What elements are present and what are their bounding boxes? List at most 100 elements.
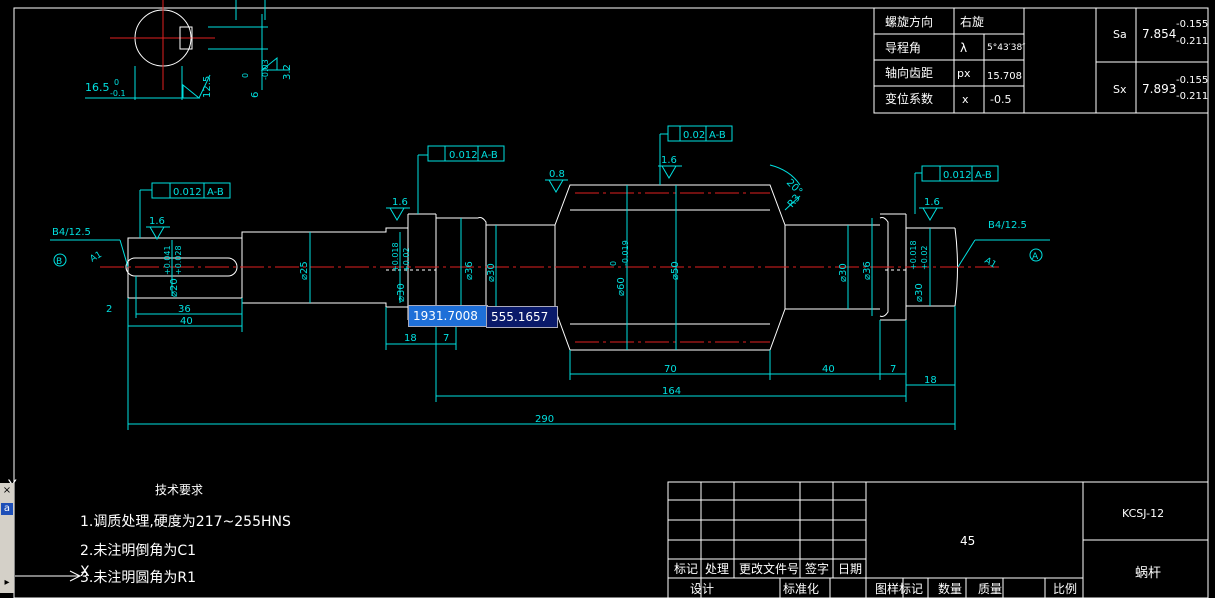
runout-a-datum: A-B (481, 150, 498, 161)
diam-30-right: ⌀30 (838, 263, 849, 282)
diam-20-tol-up: +0.041 (163, 245, 172, 275)
param-label-1: 导程角 (885, 40, 921, 55)
param-label-3: 变位系数 (885, 91, 933, 106)
sa-label: Sa (1113, 28, 1127, 41)
ucs-icon (13, 496, 82, 582)
coord-y-input[interactable]: 555.1657 (486, 306, 558, 328)
tb-header-0: 标记 (674, 562, 698, 576)
section-roughness-12-5: 12.5 (202, 76, 213, 98)
param-label-2: 轴向齿距 (885, 65, 933, 80)
dim-40-left: 40 (180, 316, 193, 327)
dim-36: 36 (178, 304, 191, 315)
sx-tol-up: -0.155 (1176, 75, 1208, 86)
param-label-0: 螺旋方向 (885, 14, 933, 29)
param-value-2: 15.708 (987, 71, 1022, 82)
dim-7-right: 7 (890, 364, 896, 375)
sa-value: 7.854 (1142, 27, 1176, 41)
shaft-hidden (386, 269, 906, 310)
dimension-lines (50, 133, 1050, 430)
tb-header-4: 日期 (838, 562, 862, 576)
dim-18-right: 18 (924, 375, 937, 386)
runout-a-value: 0.012 (449, 150, 478, 161)
center-hole-left: B4/12.5 (52, 227, 91, 238)
dim-18-left: 18 (404, 333, 417, 344)
roughness-1-6-b: 1.6 (149, 216, 165, 227)
tb-header-3: 签字 (805, 561, 829, 576)
dim-164: 164 (662, 386, 681, 397)
tb-material: 45 (960, 534, 975, 548)
roughness-1-6-d: 1.6 (924, 197, 940, 208)
diam-25: ⌀25 (299, 261, 310, 280)
sa-tol-lo: -0.211 (1176, 36, 1208, 47)
diam-60: ⌀60 (616, 277, 627, 296)
palette-expand-icon[interactable]: ▸ (4, 577, 10, 588)
tb-row2-1: 标准化 (783, 582, 819, 596)
runout-b-value: 0.012 (173, 187, 202, 198)
dim-70: 70 (664, 364, 677, 375)
diam-36-right: ⌀36 (862, 261, 873, 280)
diam-30-left-tol-lo: +0.02 (402, 247, 411, 272)
tb-right-header-0: 图样标记 (875, 581, 923, 596)
drawing-border (13, 7, 1209, 598)
runout-c-value: 0.02 (683, 130, 705, 141)
param-value-0: 右旋 (960, 14, 984, 29)
runout-b-datum: A-B (207, 187, 224, 198)
palette-close-icon[interactable]: × (2, 485, 12, 496)
roughness-1-6-a: 1.6 (392, 197, 408, 208)
section-dim-16-5-tol-up: 0 (114, 78, 119, 87)
tb-header-1: 处理 (705, 562, 729, 576)
tech-req-item-1: 1.调质处理,硬度为217~255HNS (80, 514, 291, 530)
floating-palette[interactable]: × a ▸ (0, 483, 15, 593)
section-dim-16-5: 16.5 (85, 81, 110, 94)
dim-290: 290 (535, 414, 554, 425)
tb-part-name: 蜗杆 (1135, 565, 1161, 581)
sa-tol-up: -0.155 (1176, 19, 1208, 30)
section-dim-6-tol-lo: -0.03 (261, 59, 270, 80)
palette-item-a[interactable]: a (1, 503, 13, 515)
section-dim-6: 6 (250, 92, 261, 98)
runout-d-datum: A-B (975, 170, 992, 181)
parameter-table (873, 7, 1209, 114)
tb-drawing-no: KCSJ-12 (1122, 507, 1164, 520)
tb-header-2: 更改文件号 (739, 561, 799, 576)
diam-30-right2-tol-up: +0.018 (909, 240, 918, 270)
sx-label: Sx (1113, 83, 1127, 96)
section-view (85, 0, 290, 100)
diam-30-right2: ⌀30 (914, 283, 925, 302)
runout-c-datum: A-B (709, 130, 726, 141)
tb-right-header-1: 数量 (938, 581, 962, 596)
dim-2: 2 (106, 304, 112, 315)
tb-right-header-3: 比例 (1053, 582, 1077, 596)
diam-60-tol-lo: -0.019 (621, 240, 630, 266)
diam-30-left: ⌀30 (396, 283, 407, 302)
section-roughness-3-2: 3.2 (282, 64, 293, 80)
tolerance-frames (151, 125, 999, 199)
sx-tol-lo: -0.211 (1176, 91, 1208, 102)
diam-30-mid: ⌀30 (486, 263, 497, 282)
param-value-3: -0.5 (990, 93, 1011, 106)
tb-right-header-2: 质量 (978, 582, 1002, 596)
tech-req-item-2: 2.未注明倒角为C1 (80, 543, 196, 559)
param-symbol-3: x (962, 93, 969, 106)
sx-value: 7.893 (1142, 82, 1176, 96)
tb-row2-0: 设计 (690, 582, 714, 596)
diam-36-left: ⌀36 (464, 261, 475, 280)
roughness-1-6-c: 1.6 (661, 155, 677, 166)
diam-50: ⌀50 (670, 261, 681, 280)
coord-x-input[interactable]: 1931.7008 (408, 305, 488, 327)
tech-req-item-3: 3.未注明圆角为R1 (80, 570, 196, 586)
dim-7-left: 7 (443, 333, 449, 344)
center-hole-angle-right: A1 (983, 256, 998, 271)
roughness-0-8: 0.8 (549, 169, 565, 180)
diam-30-left-tol-up: +0.018 (391, 242, 400, 272)
dim-40-right: 40 (822, 364, 835, 375)
runout-d-value: 0.012 (943, 170, 972, 181)
section-dim-16-5-tol-lo: -0.1 (110, 89, 126, 98)
center-hole-right: B4/12.5 (988, 220, 1027, 231)
datum-b-marker: B (56, 257, 62, 267)
diam-20-tol-lo: +0.028 (174, 245, 183, 275)
shaft-centerlines (100, 192, 1000, 343)
datum-a-marker: A (1032, 252, 1039, 262)
title-block (667, 481, 1209, 598)
